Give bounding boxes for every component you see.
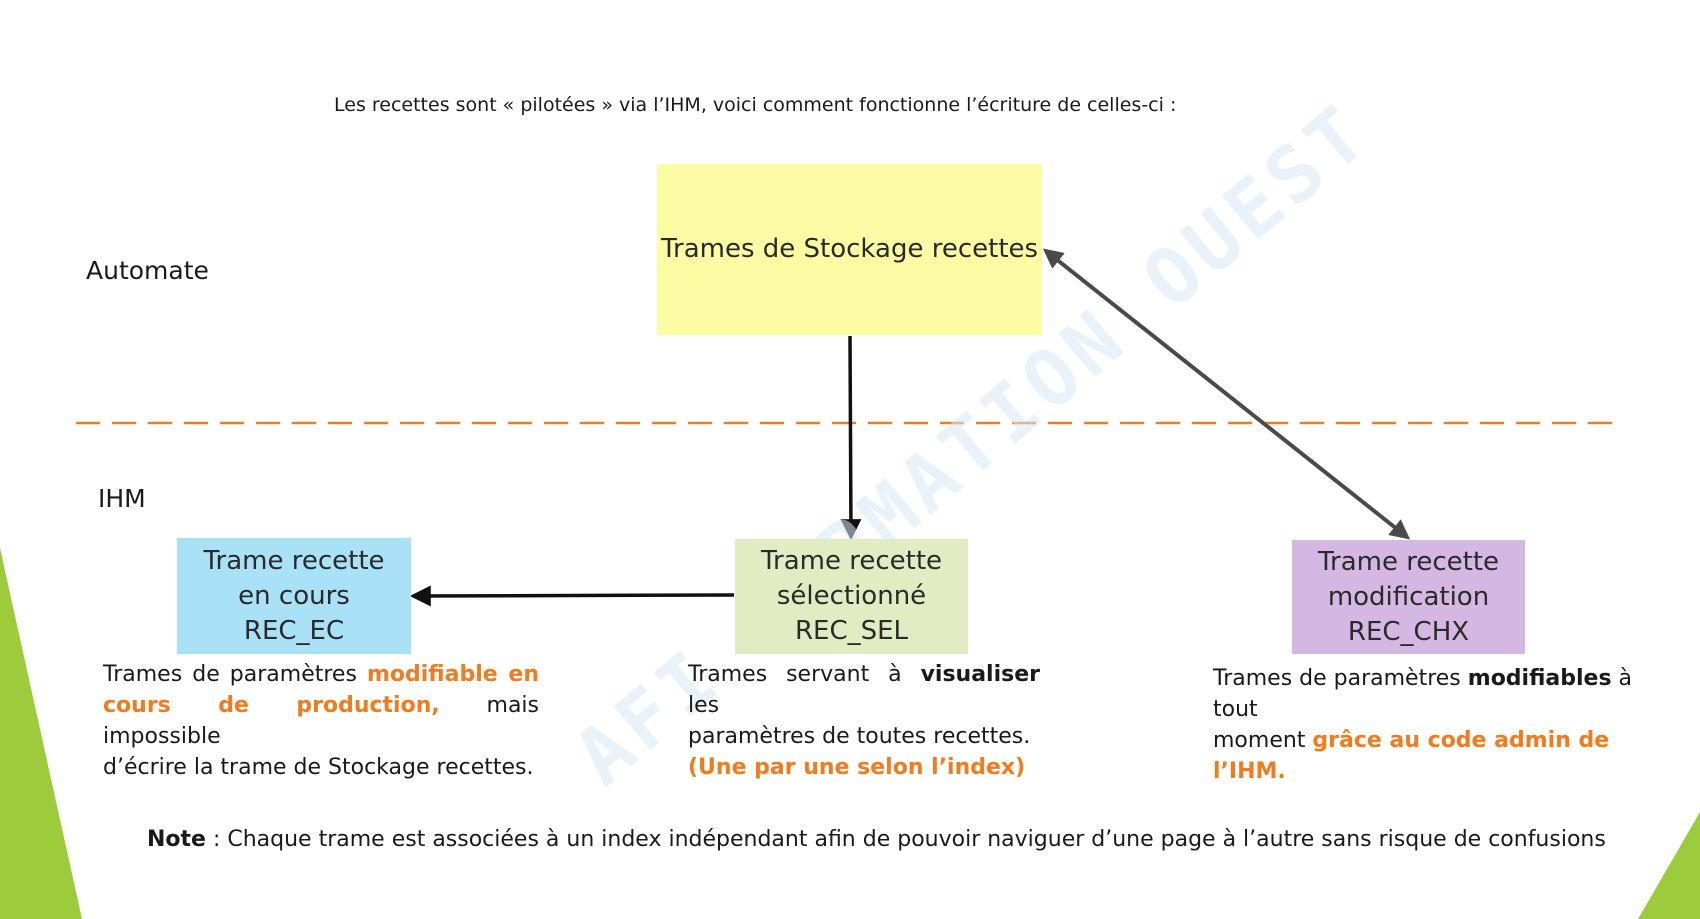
desc-ec-line1: Trames de paramètres modifiable en: [103, 659, 539, 690]
desc-ec-text: Trames de paramètres: [103, 662, 367, 687]
desc-sel-line3: (Une par une selon l’index): [688, 755, 1026, 780]
description-rec-sel: Trames servant à visualiser les paramètr…: [688, 659, 1040, 783]
box-rec-chx: Trame recette modification REC_CHX: [1292, 540, 1525, 654]
desc-ec-text: mais impossible: [103, 693, 540, 749]
note-text: Note : Chaque trame est associées à un i…: [147, 827, 1606, 852]
box-rec-sel: Trame recette sélectionné REC_SEL: [735, 539, 968, 654]
box-rec-chx-line1: Trame recette: [1317, 546, 1500, 577]
box-rec-ec-line1: Trame recette: [203, 545, 385, 576]
desc-chx-text: moment: [1213, 728, 1313, 753]
desc-sel-bold: visualiser: [920, 662, 1040, 687]
desc-ec-line2: cours de production, mais impossible: [103, 690, 539, 752]
arrow-storage-chx-bidirectional: [1042, 248, 1411, 540]
zone-label-automate: Automate: [86, 256, 209, 285]
arrow-sel-to-ec: [409, 585, 735, 607]
box-storage-frames: Trames de Stockage recettes: [657, 164, 1042, 335]
desc-chx-highlight: grâce au code admin de l’IHM.: [1213, 728, 1610, 784]
desc-chx-text: Trames de paramètres: [1213, 666, 1468, 691]
arrow-storage-to-sel: [840, 335, 862, 541]
desc-ec-highlight: modifiable en: [366, 662, 539, 687]
note-label: Note: [147, 827, 206, 852]
box-rec-chx-line3: REC_CHX: [1347, 616, 1470, 647]
box-rec-sel-line1: Trame recette: [760, 546, 943, 576]
box-rec-chx-line2: modification: [1327, 581, 1490, 612]
desc-chx-line1: Trames de paramètres modifiables à tout: [1213, 663, 1673, 725]
box-rec-ec: Trame recette en cours REC_EC: [177, 538, 411, 654]
note-body: : Chaque trame est associées à un index …: [205, 827, 1606, 852]
desc-sel-text: les: [688, 693, 720, 718]
intro-text: Les recettes sont « pilotées » via l’IHM…: [334, 94, 1177, 116]
box-rec-sel-line3: REC_SEL: [794, 616, 909, 646]
corner-triangle-left: [0, 548, 82, 919]
box-storage-title: Trames de Stockage recettes: [660, 234, 1039, 264]
box-rec-ec-line3: REC_EC: [243, 615, 345, 646]
desc-sel-text: Trames servant à: [688, 662, 921, 687]
desc-sel-line1: Trames servant à visualiser les: [688, 659, 1040, 721]
description-rec-ec: Trames de paramètres modifiable en cours…: [103, 659, 539, 783]
description-rec-chx: Trames de paramètres modifiables à tout …: [1213, 663, 1673, 787]
corner-triangle-right: [1638, 812, 1700, 919]
desc-ec-highlight: cours de production,: [103, 693, 440, 718]
desc-chx-text: à tout: [1213, 666, 1633, 722]
desc-chx-line2: moment grâce au code admin de l’IHM.: [1213, 725, 1673, 787]
desc-ec-line3: d’écrire la trame de Stockage recettes.: [103, 755, 534, 780]
desc-chx-bold: modifiables: [1467, 666, 1612, 691]
desc-sel-line2: paramètres de toutes recettes.: [688, 724, 1031, 749]
zone-label-ihm: IHM: [98, 484, 146, 513]
box-rec-ec-line2: en cours: [238, 580, 350, 611]
box-rec-sel-line2: sélectionné: [776, 581, 927, 611]
